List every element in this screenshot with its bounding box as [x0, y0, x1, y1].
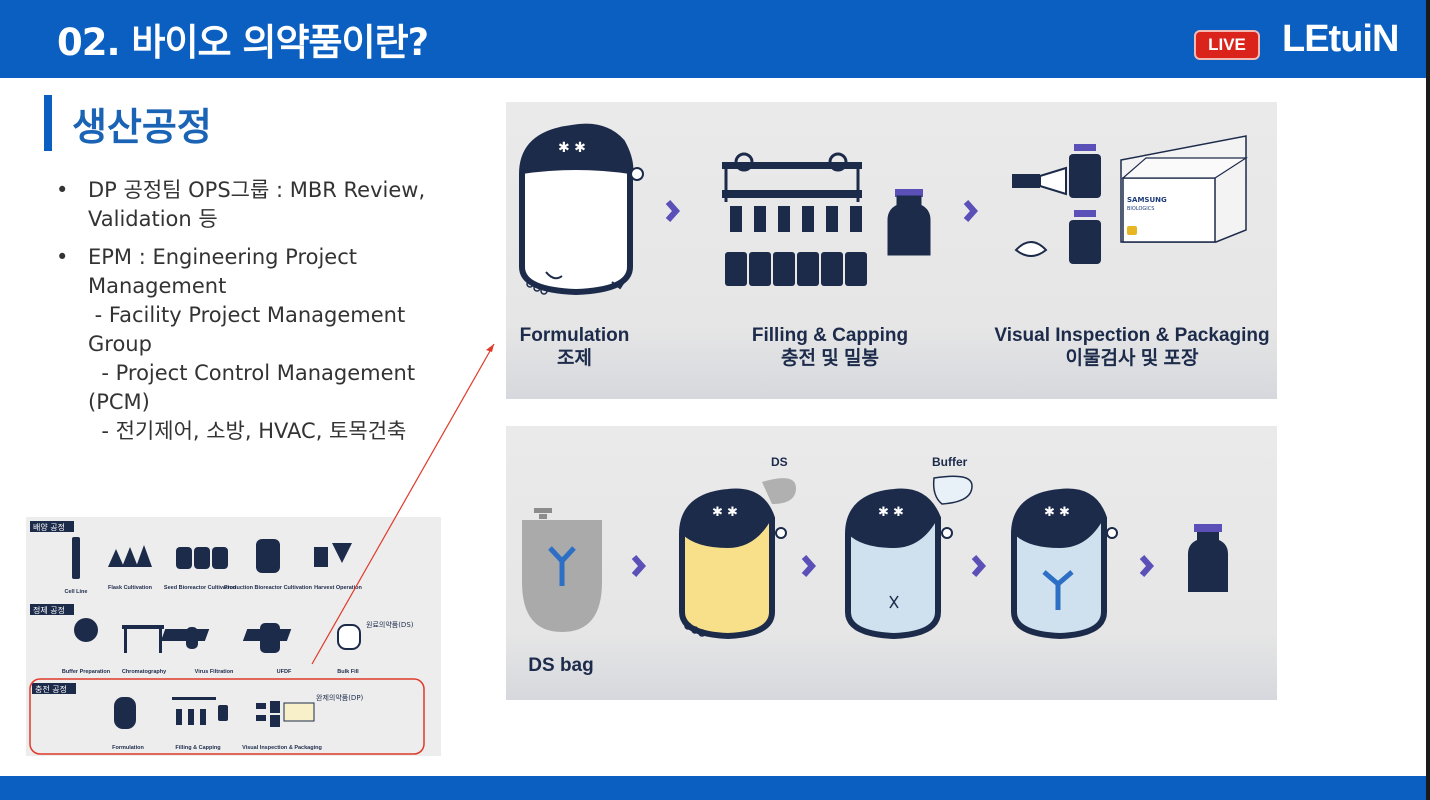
footer-bar — [0, 776, 1426, 800]
svg-text:✱ ✱: ✱ ✱ — [558, 140, 586, 156]
row2-title: 정제 공정 — [33, 605, 65, 615]
tank-lightblue-icon: ✱ ✱ — [845, 475, 973, 640]
bullet-line: - Project Control Management — [88, 361, 416, 385]
box-brand: SAMSUNG — [1127, 196, 1167, 204]
inspection-icon — [1012, 144, 1101, 264]
box-sub: BIOLOGICS — [1127, 206, 1154, 212]
chevron-right-icon — [1139, 555, 1155, 577]
mini-step-label: Formulation — [112, 745, 144, 751]
highlight-box — [29, 678, 425, 755]
mini-step-label: Visual Inspection & Packaging — [242, 745, 322, 751]
row1-title: 배양 공정 — [33, 522, 65, 532]
chevron-right-icon — [665, 200, 681, 222]
tank-antibody-icon: ✱ ✱ — [1011, 488, 1118, 640]
bullet-line: Management — [88, 274, 227, 298]
bullet-dot: • — [56, 178, 69, 202]
formulation-detail-illustration: ✱ ✱ DS ✱ ✱ Buffer ✱ ✱ — [522, 455, 1228, 640]
bullet-line: Group — [88, 332, 152, 356]
slide-title: 02. 바이오 의약품이란? — [57, 21, 429, 64]
section-title: 생산공정 — [72, 105, 212, 149]
mini-step-label: Buffer Preparation — [62, 669, 111, 675]
filling-machine-icon — [722, 152, 867, 286]
process-overview-thumbnail: 배양 공정 정제 공정 충전 공정 원료의약품(DS) 완제의약품(DP) — [26, 517, 441, 756]
right-edge-strip — [1426, 0, 1430, 800]
buffer-label: Buffer — [932, 455, 968, 469]
mini-step-label: Chromatography — [122, 669, 167, 675]
bullet-line: (PCM) — [88, 390, 150, 414]
chevron-right-icon — [801, 555, 817, 577]
mini-step-label: Filling & Capping — [175, 745, 220, 751]
bullet-item: • EPM : Engineering Project Management -… — [56, 243, 476, 446]
chevron-right-icon — [963, 200, 979, 222]
dp-process-illustration: ✱ ✱ — [519, 123, 1249, 296]
bullet-item: • DP 공정팀 OPS그룹 : MBR Review, Validation … — [56, 176, 476, 234]
formulation-detail-panel: ✱ ✱ DS ✱ ✱ Buffer ✱ ✱ — [506, 426, 1277, 700]
mini-step-label: Seed Bioreactor Cultivation — [164, 585, 237, 591]
bullet-line: EPM : Engineering Project — [88, 245, 358, 269]
final-vial-icon — [1188, 524, 1228, 592]
row3-title: 충전 공정 — [35, 684, 67, 694]
ds-label: DS — [771, 455, 788, 469]
formulation-tank-icon: ✱ ✱ — [519, 123, 644, 296]
ds-bag-icon — [522, 508, 602, 632]
tank-yellow-icon: ✱ ✱ — [679, 478, 796, 640]
header-bar: 02. 바이오 의약품이란? LIVE LEtuiN — [0, 0, 1426, 78]
svg-text:✱ ✱: ✱ ✱ — [1044, 505, 1070, 520]
mini-step-label: Production Bioreactor Cultivation — [224, 585, 313, 591]
section-accent-bar — [44, 95, 52, 151]
bullet-line: Validation 등 — [88, 207, 218, 231]
bullet-dot: • — [56, 245, 69, 269]
mini-step-label: Cell Line — [65, 589, 88, 595]
bullet-list: • DP 공정팀 OPS그룹 : MBR Review, Validation … — [56, 176, 476, 455]
svg-text:✱ ✱: ✱ ✱ — [712, 505, 738, 520]
mini-step-label: Bulk Fill — [337, 669, 359, 675]
row3-tag: 완제의약품(DP) — [316, 693, 364, 702]
chevron-right-icon — [971, 555, 987, 577]
row2-tag: 원료의약품(DS) — [366, 620, 414, 629]
bullet-line: - 전기제어, 소방, HVAC, 토목건축 — [88, 419, 407, 443]
dp-process-panel: ✱ ✱ — [506, 102, 1277, 399]
svg-text:✱ ✱: ✱ ✱ — [878, 505, 904, 520]
overview-illustration: 배양 공정 정제 공정 충전 공정 원료의약품(DS) 완제의약품(DP) — [29, 521, 425, 755]
vial-icon — [887, 189, 931, 256]
bullet-line: DP 공정팀 OPS그룹 : MBR Review, — [88, 178, 426, 202]
chevron-right-icon — [631, 555, 647, 577]
mini-step-label: Harvest Operation — [314, 585, 362, 591]
mini-step-label: Virus Filtration — [195, 669, 234, 675]
packaging-box-icon: SAMSUNG BIOLOGICS — [1120, 135, 1249, 243]
mini-step-label: UFDF — [277, 669, 292, 675]
bullet-line: - Facility Project Management — [88, 303, 406, 327]
letuin-logo: LEtuiN — [1282, 18, 1399, 60]
live-badge: LIVE — [1194, 30, 1260, 60]
ds-bag-label: DS bag — [528, 655, 594, 676]
mini-step-label: Flask Cultivation — [108, 585, 153, 591]
